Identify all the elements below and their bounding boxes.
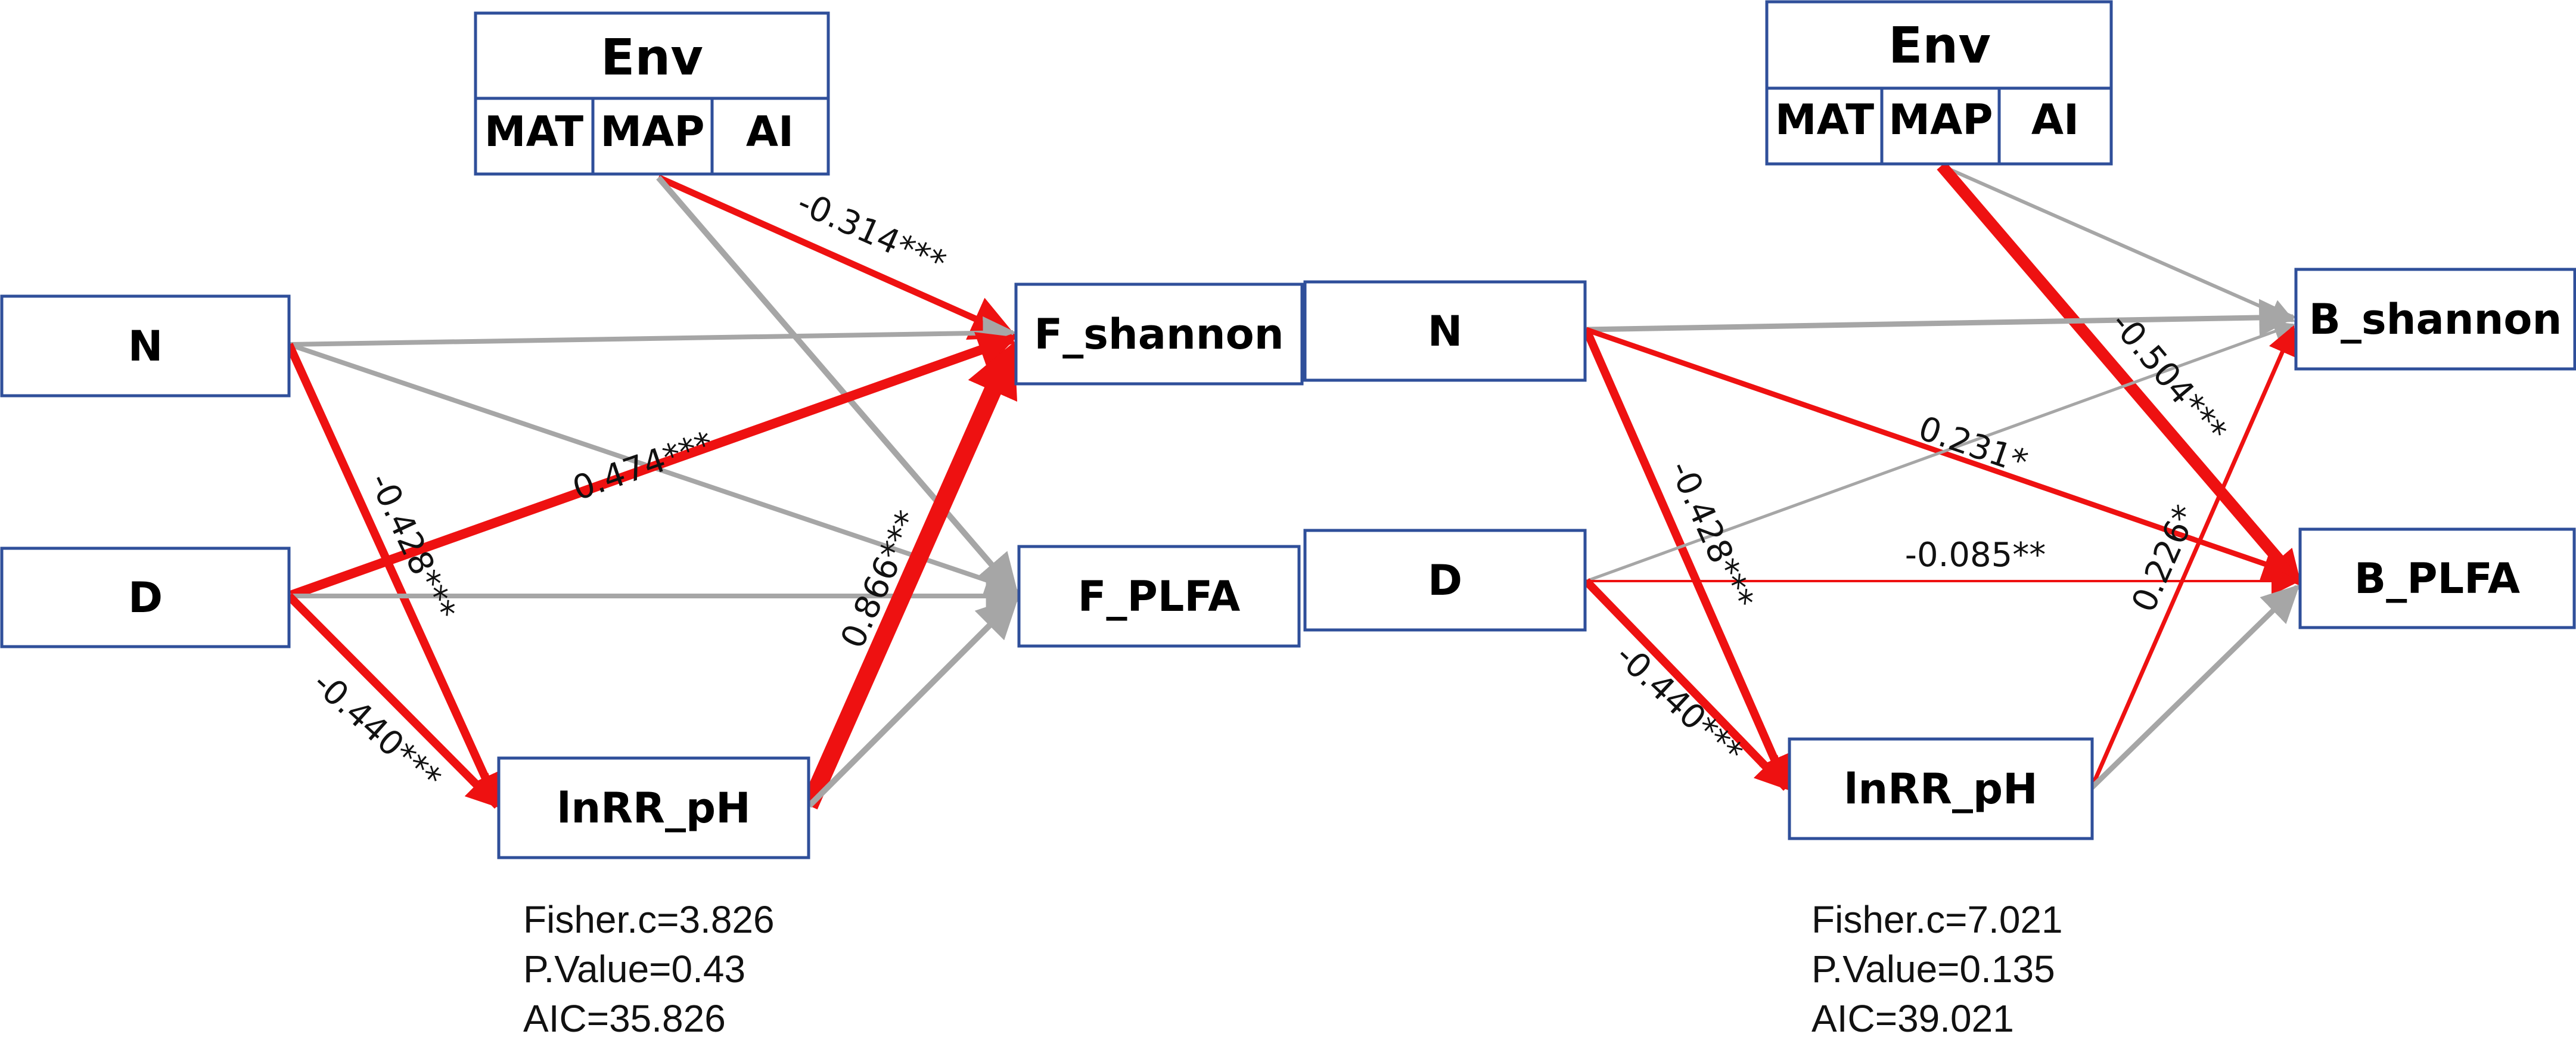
env-var-mat: MAT	[484, 107, 583, 156]
node-n-fungi: N	[0, 294, 291, 398]
coef-env-f-shannon: -0.314***	[791, 184, 951, 283]
node-lnrr-ph-bacteria: lnRR_pH	[1788, 737, 2094, 840]
node-label: D	[128, 573, 163, 622]
node-n-bacteria: N	[1303, 280, 1587, 382]
path-lnrr-ph-to-f-shannon	[801, 341, 1018, 810]
path-d-to-lnrr-ph-b	[1583, 578, 1790, 791]
path-lnrr-ph-to-b-shannon	[2089, 325, 2296, 789]
fit-stats-bacteria: Fisher.c=7.021 P.Value=0.135 AIC=39.021	[1811, 898, 2063, 1037]
node-label: F_PLFA	[1078, 572, 1241, 621]
node-f-shannon: F_shannon	[1014, 282, 1304, 386]
path-n-to-b-shannon	[1586, 299, 2297, 337]
node-d-bacteria: D	[1303, 529, 1587, 632]
node-label: N	[128, 322, 163, 371]
path-n-to-lnrr-ph	[285, 343, 502, 808]
model-bacteria: Env MAT MAP AI N D lnRR_pH B_shannon B_P…	[1303, 0, 2576, 1037]
node-label: lnRR_pH	[1844, 765, 2037, 814]
fit-fisher-c: Fisher.c=3.826	[523, 898, 775, 941]
path-env-to-b-plfa	[1937, 162, 2302, 587]
env-box-fungi: Env MAT MAP AI	[474, 11, 830, 176]
path-lnrr-ph-to-b-plfa	[2089, 584, 2300, 790]
fit-p-value: P.Value=0.43	[523, 948, 745, 991]
path-env-to-f-shannon	[657, 174, 1018, 340]
paths-fungi	[285, 174, 1020, 810]
env-box-bacteria: Env MAT MAP AI	[1765, 0, 2113, 166]
model-fungi: Env MAT MAP AI N D lnRR_pH F_shannon F_P…	[0, 11, 1304, 1037]
env-var-ai: AI	[2031, 95, 2079, 144]
node-label: B_PLFA	[2354, 554, 2520, 603]
fit-aic: AIC=35.826	[523, 997, 726, 1037]
node-d-fungi: D	[0, 547, 291, 648]
path-n-to-f-shannon	[288, 316, 1017, 350]
env-title: Env	[601, 28, 703, 86]
path-env-to-b-shannon	[1940, 164, 2295, 323]
path-n-to-lnrr-ph-b	[1582, 328, 1791, 790]
node-label: B_shannon	[2309, 295, 2562, 344]
env-title: Env	[1888, 16, 1991, 74]
env-var-map: MAP	[1888, 95, 1993, 144]
node-f-plfa: F_PLFA	[1017, 545, 1301, 648]
node-label: D	[1428, 556, 1462, 605]
fit-p-value: P.Value=0.135	[1811, 948, 2055, 991]
path-d-to-f-shannon	[287, 332, 1017, 601]
node-lnrr-ph-fungi: lnRR_pH	[497, 756, 810, 859]
node-b-plfa: B_PLFA	[2298, 527, 2576, 629]
path-d-to-b-shannon	[1586, 321, 2295, 583]
path-env-to-f-plfa	[656, 175, 1019, 597]
node-label: F_shannon	[1034, 310, 1284, 359]
coef-d-b-plfa: -0.085**	[1905, 536, 2046, 575]
node-label: N	[1428, 307, 1463, 356]
node-b-shannon: B_shannon	[2294, 268, 2576, 371]
coefficients-bacteria: -0.504*** 0.231* -0.085** -0.428*** -0.4…	[1608, 305, 2234, 772]
node-label: lnRR_pH	[557, 784, 750, 833]
env-var-map: MAP	[600, 107, 704, 156]
fit-aic: AIC=39.021	[1811, 997, 2014, 1037]
env-var-ai: AI	[746, 107, 794, 156]
paths-bacteria	[1582, 162, 2302, 791]
fit-fisher-c: Fisher.c=7.021	[1811, 898, 2063, 941]
env-var-mat: MAT	[1775, 95, 1874, 144]
path-lnrr-ph-to-f-plfa	[807, 596, 1019, 808]
coef-d-f-shannon: 0.474***	[568, 424, 718, 508]
path-d-to-lnrr-ph	[286, 593, 501, 809]
coef-n-b-plfa: 0.231*	[1913, 409, 2032, 482]
fit-stats-fungi: Fisher.c=3.826 P.Value=0.43 AIC=35.826	[523, 898, 775, 1037]
